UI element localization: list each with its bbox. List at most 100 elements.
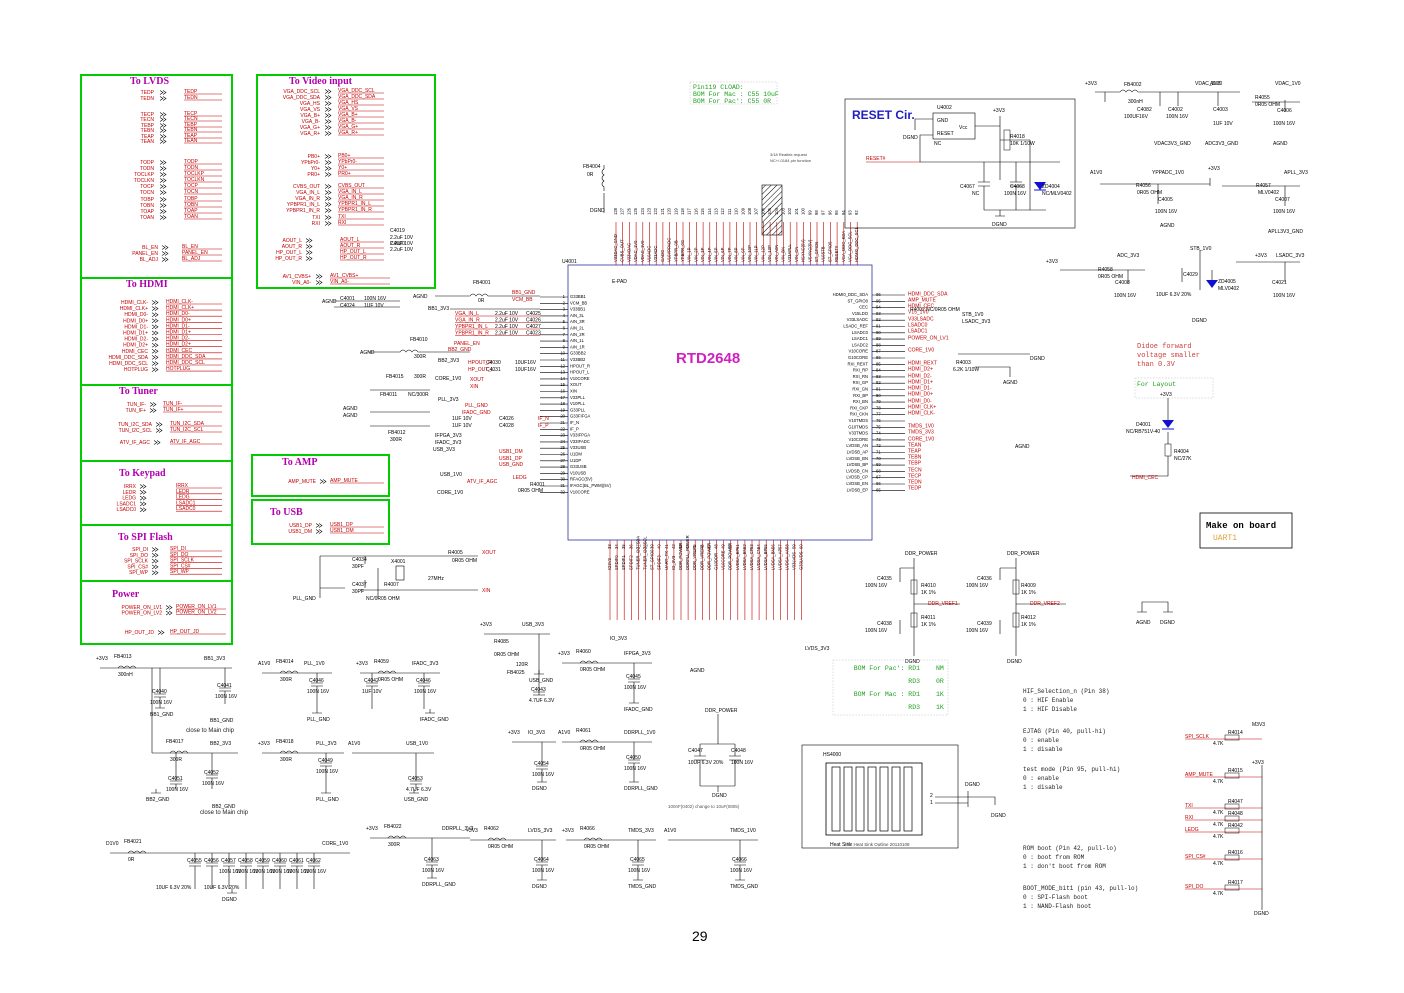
- chip-left-pin: AIN_3L: [570, 313, 585, 318]
- net-label: SPI_WP: [170, 569, 190, 575]
- chip-left-num: 26: [560, 452, 565, 457]
- wire: [139, 507, 147, 512]
- wire: [159, 123, 167, 128]
- fb4011-val: NC/300R: [408, 392, 429, 398]
- c4005: C4005: [1158, 197, 1173, 203]
- chip-top-pin: GADC: [660, 250, 665, 262]
- net-label: PANEL_EN: [182, 250, 208, 256]
- resistor-icon: [1224, 827, 1240, 834]
- chip-top-num: 119: [673, 208, 678, 215]
- wire: [324, 190, 332, 195]
- port-label: CVBS_OUT: [293, 184, 320, 190]
- port-label: TOCP: [140, 184, 154, 190]
- wire: [579, 739, 599, 743]
- chip-right-num: 67: [876, 475, 881, 480]
- chip-bottom-num: 60: [799, 544, 804, 549]
- chip-top-pin: VIN_2P: [693, 247, 698, 262]
- svg-text:XIN: XIN: [482, 588, 491, 594]
- pin119-line3: BOM For Pac': C55 0R: [693, 98, 771, 105]
- cap-ref: C4020: [390, 241, 405, 247]
- net-label: HDMI_D2-: [166, 336, 190, 342]
- chip-top-pin: ST_GPIO6: [814, 241, 819, 262]
- svg-text:1UF 10V: 1UF 10V: [452, 423, 472, 429]
- wire: [734, 840, 746, 876]
- chip-bottom-pin: DDR_POWER: [706, 543, 711, 570]
- right-net: TMDS_3V3: [908, 430, 934, 436]
- pullup-val: 4.7K: [1213, 810, 1224, 816]
- r4011v: 1K 1%: [921, 622, 936, 628]
- chip-right-pin: RXI_BN: [853, 399, 868, 404]
- wire: [534, 670, 544, 675]
- net-label: LEDR: [176, 489, 190, 495]
- chip-top-pin: V33DAC_GND: [613, 234, 618, 262]
- wire: [324, 131, 332, 136]
- chip-left-num: 23: [560, 433, 565, 438]
- reg-cap-ref: C4058: [238, 858, 253, 864]
- svg-text:10UF 6.3V 20%: 10UF 6.3V 20%: [688, 760, 724, 766]
- fb4025v: 120R: [516, 662, 528, 668]
- reg-cap-ref: C4053: [408, 776, 423, 782]
- chip-right-num: 89: [876, 336, 881, 341]
- svg-text:UART1: UART1: [1213, 534, 1237, 543]
- chip-right-pin: RXI_BP: [853, 393, 868, 398]
- wire: [537, 778, 547, 783]
- chip-left-pin: HPOUT_R: [570, 363, 590, 368]
- net-label: TECP: [184, 111, 198, 117]
- svg-text:DDR_POWER: DDR_POWER: [705, 708, 738, 714]
- chip-top-num: 100: [801, 207, 806, 215]
- reg-cap-ref: C4050: [626, 755, 641, 761]
- chip-bottom-pin: SPDIF2: [628, 555, 633, 570]
- reg-supply: +3V3: [562, 828, 574, 834]
- svg-text:R4018: R4018: [1010, 134, 1025, 140]
- chip-left-num: 15: [560, 382, 565, 387]
- reg-gnd: DGND: [532, 786, 547, 792]
- resistor-icon: [1224, 734, 1240, 741]
- chip-left-pin: V10USB: [570, 470, 586, 475]
- chip-bottom-num: 35: [621, 544, 626, 549]
- port-label: HDMI_D0+: [123, 318, 148, 324]
- right-net: HDMI_CEC: [908, 304, 935, 310]
- chip-top-num: 122: [653, 207, 658, 215]
- chip-left-pin: XIN: [570, 389, 577, 394]
- wire: [151, 361, 159, 366]
- port-label: VGA_IN_R: [295, 196, 320, 202]
- net-label: LEDG: [176, 495, 190, 501]
- chip-top-num: 114: [707, 208, 712, 215]
- ddr-power-caps: DDR_POWER C4047 10UF 6.3V 20% C4048 100N…: [668, 708, 754, 809]
- chip-top-pin: VIN_4P: [707, 247, 712, 262]
- port-label: TEDN: [140, 96, 154, 102]
- dgnd: DGND: [1030, 356, 1045, 362]
- chip-left-pin: AIN_1R: [570, 344, 585, 349]
- net-label: TXI: [338, 214, 346, 220]
- wire: [583, 837, 603, 841]
- reg-supply: +3V3: [480, 622, 492, 628]
- port-label: TUN_I2C_SDA: [118, 422, 153, 428]
- ain-ref: C4025: [526, 311, 541, 317]
- tuner-title: To Tuner: [119, 386, 158, 397]
- svg-text:CORE_1V0: CORE_1V0: [437, 490, 463, 496]
- net-label: SPI_DO: [170, 552, 188, 558]
- wire: [151, 558, 159, 564]
- wire: [151, 564, 159, 570]
- c4003: C4003: [1213, 107, 1228, 113]
- wire: [533, 634, 545, 696]
- hdmi-section: To HDMI HDMI_CLK-HDMI_CLK-HDMI_CLK+HDMI_…: [80, 277, 233, 386]
- fb4010-val: 300R: [414, 354, 426, 360]
- wire: [629, 778, 639, 783]
- ain-cap: 2.2uF 10V: [495, 318, 519, 324]
- sup3: +3V3: [1046, 259, 1058, 265]
- wire: [315, 274, 323, 279]
- chip-right-num: 76: [876, 418, 881, 423]
- net-label: USB1_DP: [330, 522, 353, 528]
- strap-note: 1 : don't boot from ROM: [1023, 863, 1106, 870]
- net-label: AMP_MUTE: [330, 478, 358, 484]
- reg-cap-ref: C4057: [221, 858, 236, 864]
- wire: [159, 96, 167, 101]
- chip-left-pin: AIN_1L: [570, 338, 585, 343]
- net-label: POWER_ON_LV2: [176, 610, 217, 616]
- reg-supply: +3V3: [356, 661, 368, 667]
- apll: APLL_3V3: [1284, 170, 1308, 176]
- reg-cap-val: 100N 16V: [253, 869, 276, 875]
- wire: [324, 101, 332, 106]
- port-label: VIN_A0-: [292, 280, 311, 286]
